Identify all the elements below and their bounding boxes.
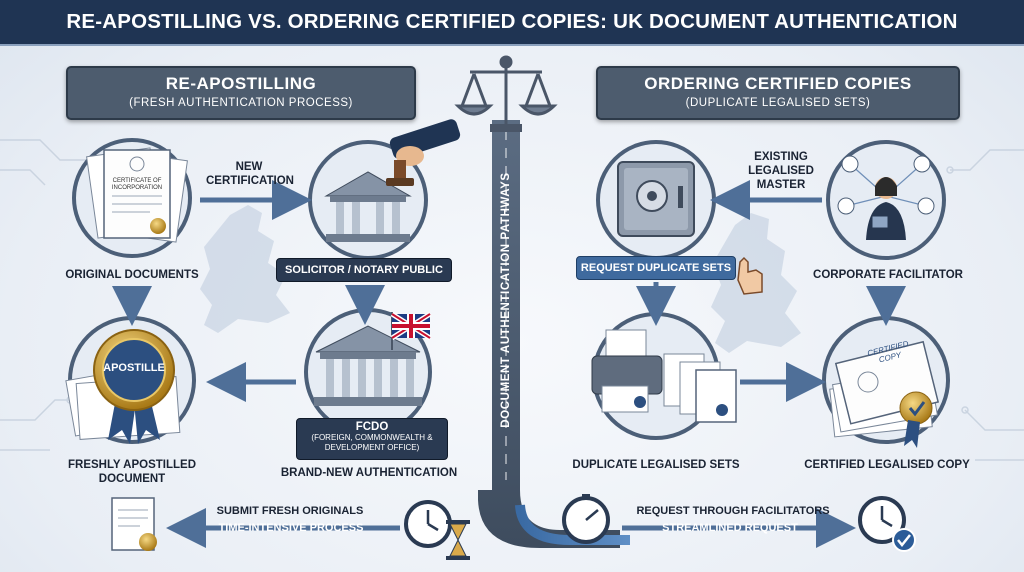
- label-streamlined: STREAMLINED REQUEST: [662, 522, 798, 534]
- right-flow-arrows: [622, 180, 906, 548]
- scales-of-justice-icon: [454, 55, 558, 132]
- clock-check-icon: [858, 496, 916, 552]
- central-road: [478, 120, 620, 548]
- corporate-facilitator-icon: [826, 140, 946, 260]
- label-new-certification: NEW CERTIFICATION: [206, 161, 294, 187]
- certificate-text: CERTIFICATE OF INCORPORATION: [111, 178, 163, 191]
- fcdo-building-icon: [304, 308, 432, 436]
- title-bar: RE-APOSTILLING VS. ORDERING CERTIFIED CO…: [0, 0, 1024, 46]
- page-title: RE-APOSTILLING VS. ORDERING CERTIFIED CO…: [66, 10, 958, 33]
- original-documents-icon: [72, 138, 192, 258]
- blue-path: [515, 504, 630, 545]
- uk-map-left: [200, 205, 290, 333]
- stamp-hand-icon: [386, 119, 461, 186]
- left-panel-header: RE-APOSTILLING (FRESH AUTHENTICATION PRO…: [66, 66, 416, 120]
- label-request-duplicate: REQUEST DUPLICATE SETS: [576, 256, 736, 280]
- hourglass-icon: [446, 520, 470, 560]
- safe-vault-icon: [596, 140, 716, 260]
- certificate-icon: [111, 497, 157, 551]
- left-panel-subheading: (FRESH AUTHENTICATION PROCESS): [129, 97, 353, 109]
- label-existing-master: EXISTING LEGALISED MASTER: [748, 151, 814, 191]
- stopwatch-icon: [562, 494, 610, 544]
- label-time-intensive: TIME-INTENSIVE PROCESS: [218, 522, 364, 534]
- right-panel-subheading: (DUPLICATE LEGALISED SETS): [685, 97, 871, 109]
- label-brand-new: BRAND-NEW AUTHENTICATION: [280, 467, 458, 479]
- label-duplicate-sets: DUPLICATE LEGALISED SETS: [572, 459, 740, 471]
- label-original-documents: ORIGINAL DOCUMENTS: [65, 269, 199, 281]
- label-request-through: REQUEST THROUGH FACILITATORS: [636, 505, 830, 517]
- label-solicitor: SOLICITOR / NOTARY PUBLIC: [276, 258, 452, 282]
- right-panel-header: ORDERING CERTIFIED COPIES (DUPLICATE LEG…: [596, 66, 960, 120]
- label-corporate-facilitator: CORPORATE FACILITATOR: [813, 269, 963, 281]
- printer-icon: [591, 312, 737, 440]
- uk-flag-icon: [390, 311, 432, 350]
- left-panel-heading: RE-APOSTILLING: [165, 74, 317, 93]
- pointer-hand-icon: [737, 256, 763, 295]
- fcdo-full-name: (FOREIGN, COMMONWEALTH & DEVELOPMENT OFF…: [311, 433, 433, 452]
- fcdo-title: FCDO: [355, 421, 389, 433]
- fcdo-box: FCDO (FOREIGN, COMMONWEALTH & DEVELOPMEN…: [296, 418, 448, 460]
- label-certified-copy: CERTIFIED LEGALISED COPY: [804, 459, 970, 471]
- label-freshly-apostilled: FRESHLY APOSTILLED DOCUMENT: [67, 459, 196, 485]
- clock-icon-left: [404, 500, 452, 548]
- left-flow-arrows: [112, 180, 400, 548]
- certified-copy-stack-icon: [822, 316, 950, 448]
- right-panel-heading: ORDERING CERTIFIED COPIES: [644, 74, 912, 93]
- apostille-seal-text: APOSTILLE: [103, 362, 165, 374]
- pathway-label: DOCUMENT AUTHENTICATION PATHWAYS: [500, 172, 512, 428]
- apostille-document-icon: [65, 316, 196, 444]
- circuit-decoration: [0, 139, 1024, 461]
- label-submit-fresh: SUBMIT FRESH ORIGINALS: [216, 505, 364, 517]
